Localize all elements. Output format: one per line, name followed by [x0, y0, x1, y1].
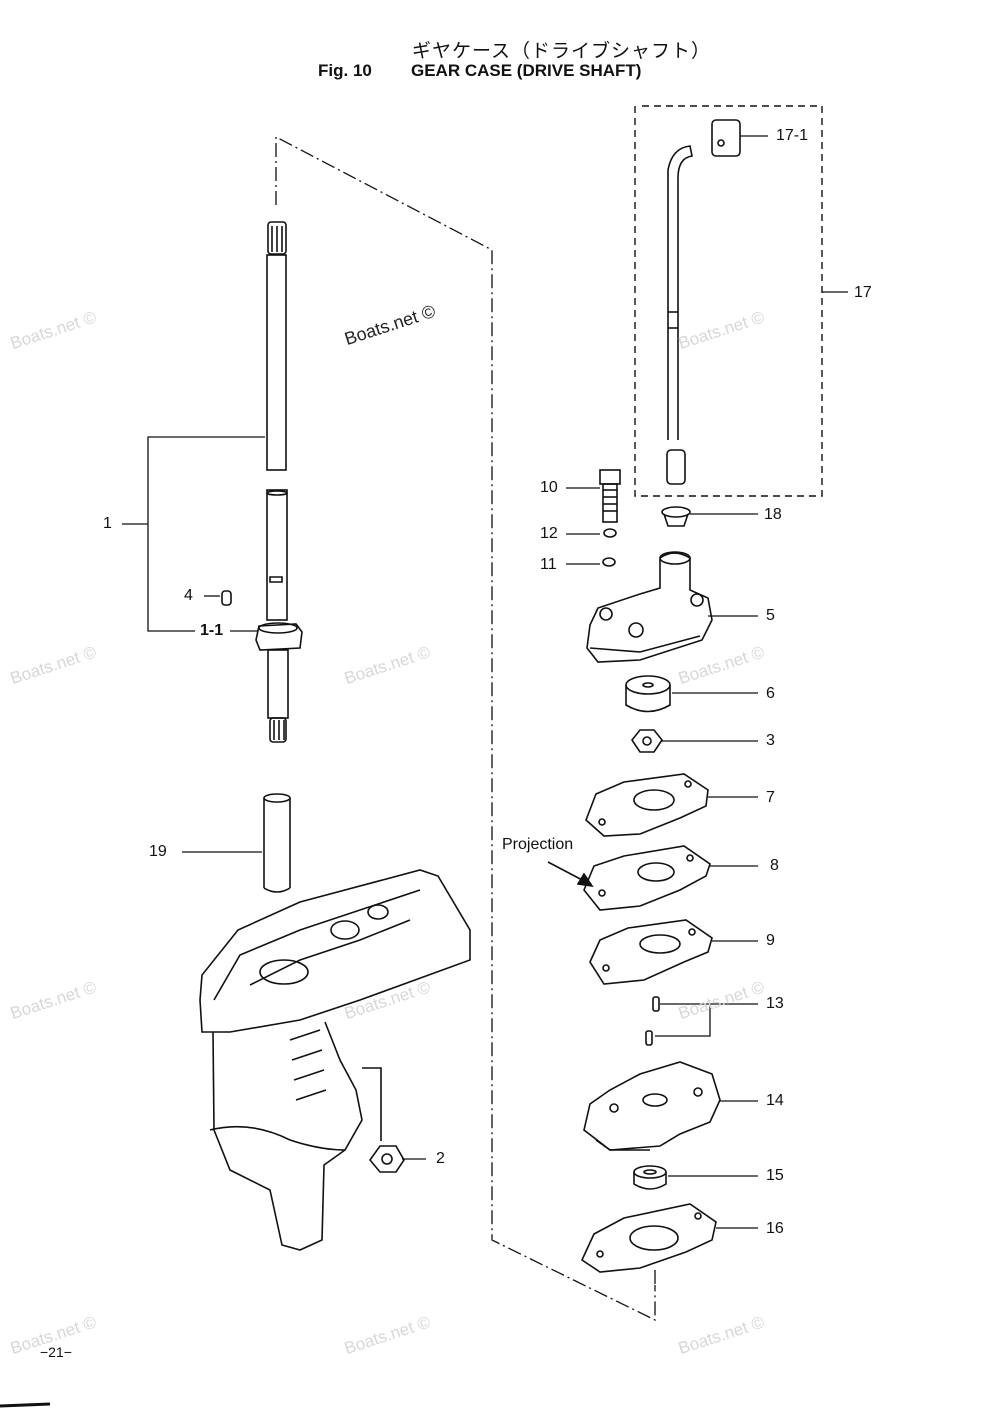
- callout-11: 11: [540, 556, 557, 573]
- gasket-part-9: [589, 919, 713, 985]
- callout-2: 2: [436, 1150, 445, 1167]
- callout-10: 10: [540, 479, 558, 496]
- callout-16: 16: [766, 1220, 784, 1237]
- callout-17: 17: [854, 284, 872, 301]
- pump-case-part-5: [586, 551, 713, 663]
- bearing-part-15: [633, 1165, 667, 1190]
- callout-4: 4: [184, 587, 193, 604]
- callout-13: 13: [766, 995, 784, 1012]
- figure-title: GEAR CASE (DRIVE SHAFT): [411, 61, 642, 80]
- page-number: −21−: [40, 1344, 72, 1360]
- callout-leader-lines: [122, 135, 848, 1229]
- part-17-dashed-box: [634, 105, 823, 497]
- page-edge-mark: [0, 1402, 51, 1408]
- callout-9: 9: [766, 932, 775, 949]
- callout-1: 1: [103, 515, 112, 532]
- bolt-part-10: [599, 469, 621, 523]
- pins-part-13: [645, 996, 660, 1046]
- projection-annotation: Projection: [502, 836, 574, 853]
- callout-1-1: 1-1: [200, 622, 224, 639]
- callout-18: 18: [764, 506, 782, 523]
- pin-part-4: [221, 590, 232, 606]
- callout-12: 12: [540, 525, 558, 542]
- impeller-part-3: [631, 729, 663, 753]
- drive-shaft-part-1: [255, 221, 303, 743]
- projection-arrow: [547, 861, 594, 888]
- callout-6: 6: [766, 685, 775, 702]
- gear-case-housing: [199, 869, 471, 1251]
- callout-19: 19: [149, 843, 167, 860]
- water-tube-part-17: [666, 145, 693, 485]
- washer-part-11: [602, 557, 616, 567]
- nut-part-2: [362, 1067, 405, 1173]
- figure-number: Fig. 10: [318, 61, 372, 80]
- callout-8: 8: [770, 857, 779, 874]
- liner-part-6: [625, 675, 671, 713]
- lock-washer-part-12: [603, 528, 617, 538]
- lower-case-part-14: [583, 1061, 721, 1151]
- callout-3: 3: [766, 732, 775, 749]
- grommet-part-18: [661, 506, 691, 527]
- tube-part-19: [263, 793, 291, 893]
- gasket-part-16: [580, 1203, 717, 1273]
- callout-5: 5: [766, 607, 775, 624]
- callout-17-1: 17-1: [776, 127, 809, 144]
- callout-14: 14: [766, 1092, 784, 1109]
- plate-part-8: [583, 845, 711, 911]
- gasket-part-7: [585, 773, 709, 837]
- callout-7: 7: [766, 789, 775, 806]
- assembly-guide-lines: [275, 135, 656, 1322]
- page-title-japanese: ギヤケース（ドライブシャフト）: [412, 40, 712, 62]
- callout-15: 15: [766, 1167, 784, 1184]
- clip-part-17-1: [711, 119, 741, 157]
